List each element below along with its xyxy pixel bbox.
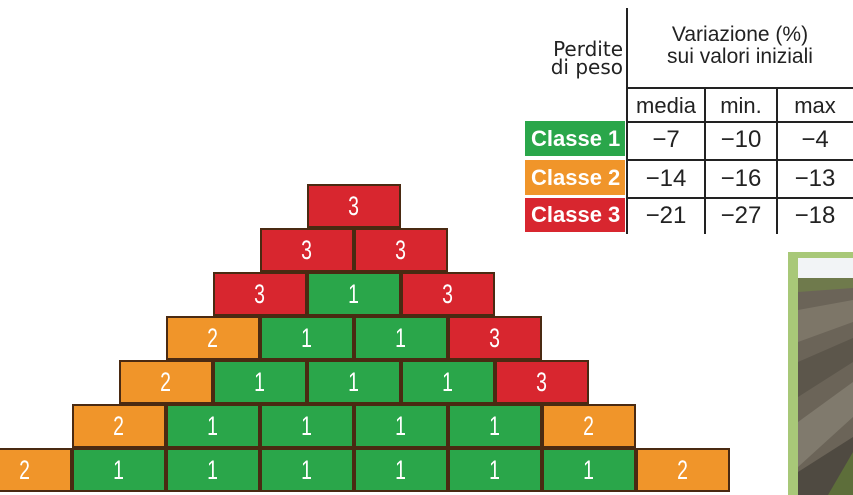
- bin-class-label: 2: [161, 367, 172, 398]
- bin-class-label: 3: [490, 323, 501, 354]
- table-divider: [704, 88, 706, 234]
- bin-class-3: 3: [260, 228, 354, 272]
- bin-class-label: 1: [584, 455, 595, 486]
- bin-class-1: 1: [448, 448, 542, 492]
- bin-class-label: 1: [349, 367, 360, 398]
- table-divider: [626, 159, 853, 161]
- bin-class-1: 1: [72, 448, 166, 492]
- group-header: Variazione (%) sui valori iniziali: [627, 10, 853, 82]
- bin-class-2: 2: [119, 360, 213, 404]
- bin-class-label: 2: [114, 411, 125, 442]
- class-2-media: −14: [627, 160, 705, 197]
- bin-class-1: 1: [260, 404, 354, 448]
- bin-class-label: 1: [302, 323, 313, 354]
- bin-class-label: 1: [255, 367, 266, 398]
- group-header-line2: sui valori iniziali: [667, 46, 813, 68]
- bin-class-label: 3: [537, 367, 548, 398]
- bin-class-label: 1: [114, 455, 125, 486]
- bin-class-label: 3: [396, 235, 407, 266]
- bin-class-label: 1: [302, 455, 313, 486]
- bin-class-2: 2: [542, 404, 636, 448]
- class-1-media: −7: [627, 121, 705, 158]
- group-header-line1: Variazione (%): [672, 24, 808, 46]
- bin-class-1: 1: [213, 360, 307, 404]
- bin-class-1: 1: [307, 272, 401, 316]
- bin-class-1: 1: [448, 404, 542, 448]
- class-3-media: −21: [627, 198, 705, 234]
- bin-class-label: 1: [396, 455, 407, 486]
- bin-class-1: 1: [166, 404, 260, 448]
- bin-class-label: 3: [255, 279, 266, 310]
- bin-class-1: 1: [401, 360, 495, 404]
- bin-class-1: 1: [260, 316, 354, 360]
- class-2-label: Classe 2: [525, 160, 625, 195]
- column-header-media: media: [627, 90, 705, 122]
- table-divider: [626, 197, 853, 199]
- bin-class-label: 1: [349, 279, 360, 310]
- bin-class-3: 3: [495, 360, 589, 404]
- bin-class-1: 1: [260, 448, 354, 492]
- bin-class-1: 1: [354, 316, 448, 360]
- bin-class-1: 1: [166, 448, 260, 492]
- bin-class-label: 2: [678, 455, 689, 486]
- bin-class-2: 2: [72, 404, 166, 448]
- bin-class-label: 1: [396, 323, 407, 354]
- bin-class-label: 1: [208, 411, 219, 442]
- bin-class-label: 3: [302, 235, 313, 266]
- column-header-max: max: [777, 90, 853, 122]
- row-header: Perdite di peso: [523, 28, 623, 88]
- bin-class-1: 1: [542, 448, 636, 492]
- bin-class-3: 3: [354, 228, 448, 272]
- class-3-min: −27: [705, 198, 777, 234]
- column-header-min: min.: [705, 90, 777, 122]
- bin-class-label: 3: [349, 191, 360, 222]
- bin-class-label: 1: [208, 455, 219, 486]
- bin-class-3: 3: [448, 316, 542, 360]
- weight-loss-table: Perdite di peso Variazione (%) sui valor…: [523, 8, 853, 234]
- bin-class-label: 2: [208, 323, 219, 354]
- class-2-min: −16: [705, 160, 777, 197]
- field-photo: [788, 252, 853, 495]
- bin-class-label: 1: [443, 367, 454, 398]
- bin-class-label: 1: [302, 411, 313, 442]
- bin-class-label: 3: [443, 279, 454, 310]
- bin-class-label: 1: [396, 411, 407, 442]
- class-3-max: −18: [777, 198, 853, 234]
- class-1-label: Classe 1: [525, 121, 625, 156]
- table-divider: [626, 121, 853, 123]
- class-1-min: −10: [705, 121, 777, 158]
- bin-class-label: 2: [20, 455, 31, 486]
- class-3-label: Classe 3: [525, 198, 625, 232]
- table-divider: [626, 87, 853, 89]
- bin-class-label: 1: [490, 411, 501, 442]
- bin-class-1: 1: [307, 360, 401, 404]
- class-1-max: −4: [777, 121, 853, 158]
- field-photo-image: [788, 252, 853, 495]
- row-header-line2: di peso: [551, 58, 623, 76]
- bin-class-3: 3: [307, 184, 401, 228]
- bin-class-3: 3: [401, 272, 495, 316]
- bin-class-2: 2: [636, 448, 730, 492]
- bin-class-2: 2: [0, 448, 72, 492]
- bin-class-1: 1: [354, 448, 448, 492]
- bin-class-label: 1: [490, 455, 501, 486]
- bin-class-label: 2: [584, 411, 595, 442]
- bin-class-3: 3: [213, 272, 307, 316]
- class-2-max: −13: [777, 160, 853, 197]
- table-divider: [776, 88, 778, 234]
- bin-class-2: 2: [166, 316, 260, 360]
- bin-class-1: 1: [354, 404, 448, 448]
